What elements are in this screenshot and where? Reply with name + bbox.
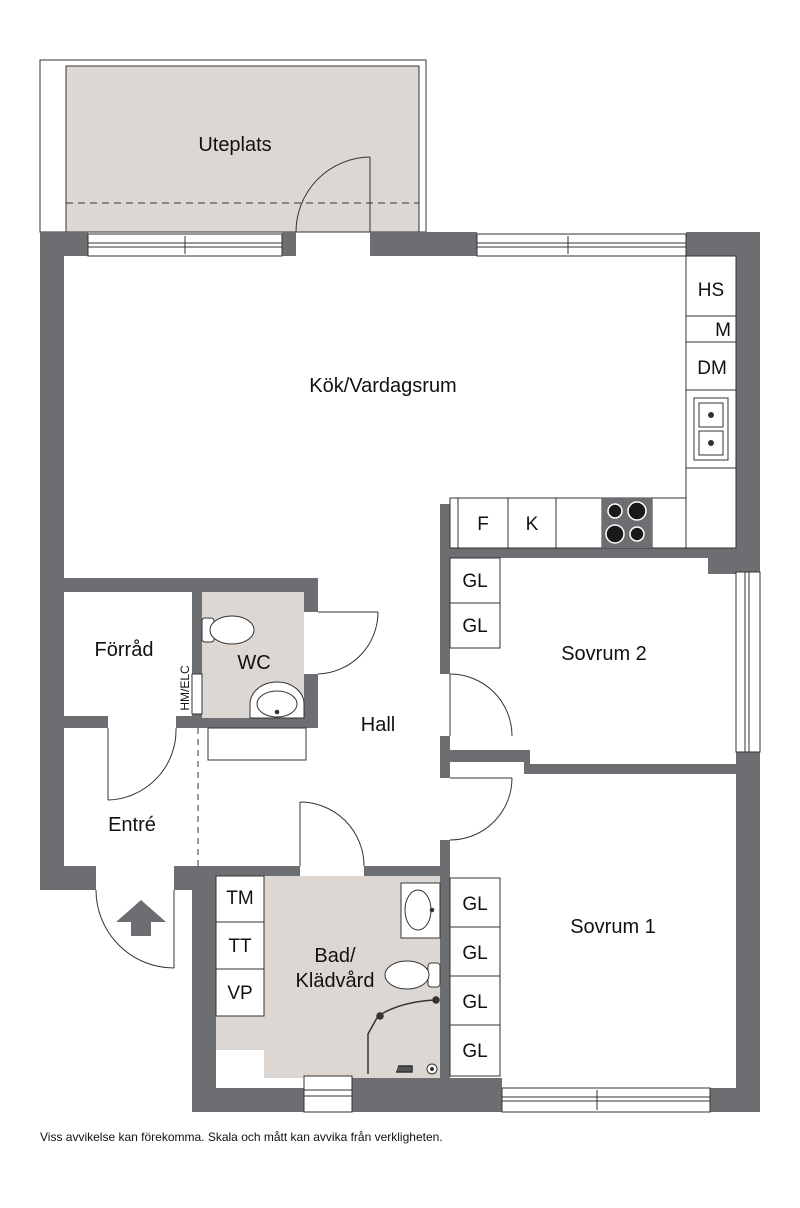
disclaimer-text: Viss avvikelse kan förekomma. Skala och … <box>40 1130 443 1144</box>
label-kok-vardagsrum: Kök/Vardagsrum <box>309 375 456 397</box>
label-tm: TM <box>226 888 253 909</box>
electric-cabinet <box>191 673 203 715</box>
label-dm: DM <box>697 358 727 379</box>
stove-icon <box>602 498 652 548</box>
bath-toilet-icon <box>384 960 441 990</box>
wc-sink-icon <box>249 681 305 719</box>
wardrobes <box>449 557 501 1077</box>
terrace <box>39 59 427 233</box>
shower-icon <box>367 996 440 1075</box>
entre-shelf <box>207 727 307 761</box>
windows <box>87 233 761 1113</box>
label-bad: Bad/ <box>314 945 356 967</box>
label-sovrum2: Sovrum 2 <box>561 643 647 665</box>
label-gl: GL <box>462 943 487 964</box>
label-m: M <box>715 320 731 341</box>
kitchen-cabinets <box>449 255 737 549</box>
bathroom-floor <box>216 876 440 1078</box>
label-k: K <box>526 514 539 535</box>
label-uteplats: Uteplats <box>198 134 271 156</box>
label-entre: Entré <box>108 814 156 836</box>
label-sovrum1: Sovrum 1 <box>570 916 656 938</box>
wc-toilet-icon <box>201 615 255 645</box>
entrance-arrow-icon <box>116 900 166 936</box>
label-gl: GL <box>462 992 487 1013</box>
label-kladvard: Klädvård <box>296 970 375 992</box>
label-gl: GL <box>462 1041 487 1062</box>
label-gl: GL <box>462 571 487 592</box>
label-f: F <box>477 514 489 535</box>
label-vp: VP <box>227 983 252 1004</box>
label-tt: TT <box>228 936 252 957</box>
label-hs: HS <box>698 280 724 301</box>
laundry-appliances <box>215 875 265 1017</box>
bath-sink-icon <box>400 882 441 939</box>
label-wc: WC <box>237 652 270 674</box>
label-hall: Hall <box>361 714 395 736</box>
label-gl: GL <box>462 616 487 637</box>
kitchen-sink-icon <box>693 397 729 461</box>
label-forrad: Förråd <box>95 639 154 661</box>
label-hm-elc: HM/ELC <box>178 665 192 711</box>
label-gl: GL <box>462 894 487 915</box>
walls <box>40 232 760 1112</box>
doors <box>95 156 513 969</box>
